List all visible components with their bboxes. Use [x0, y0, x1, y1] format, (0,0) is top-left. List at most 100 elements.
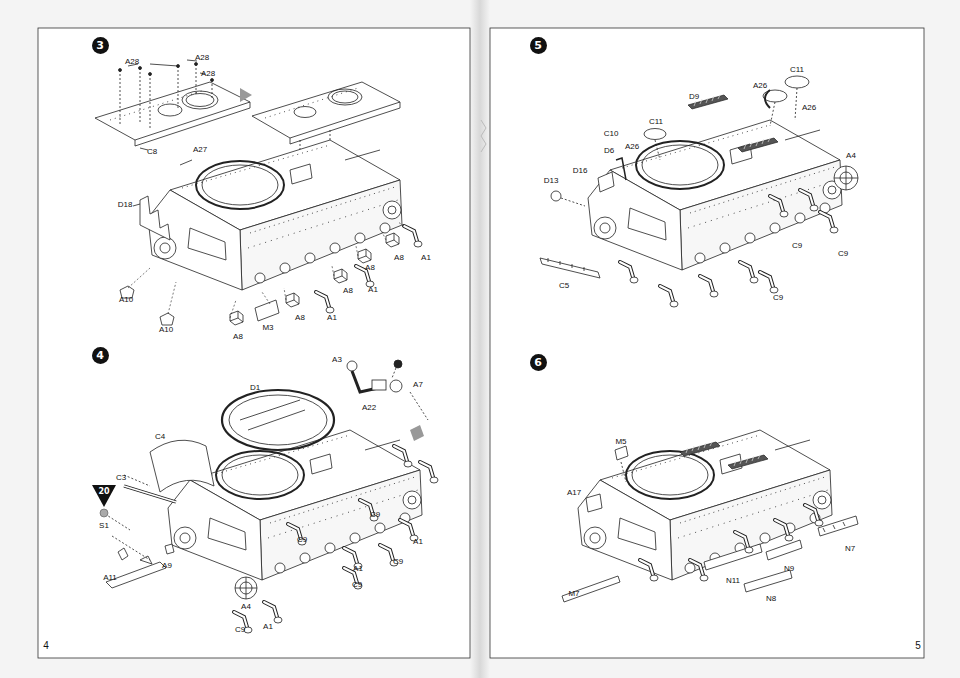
step-label: 5 [534, 40, 542, 51]
triangle-fill [92, 485, 116, 507]
reference-triangle: 20 [92, 485, 116, 507]
drawing-ellipse [229, 395, 327, 445]
drawing-path [481, 120, 486, 152]
drawing-path [140, 148, 148, 150]
part-number: M3 [262, 324, 273, 332]
drawing-use [700, 276, 718, 297]
part-number: C9 [773, 294, 783, 302]
part-number: D9 [689, 93, 699, 101]
drawing-path [744, 570, 792, 592]
part-number: C11 [790, 66, 804, 74]
part-number: N7 [845, 545, 855, 553]
drawing-ellipse [222, 390, 334, 450]
part-number: N9 [784, 565, 794, 573]
part-number: A1 [368, 286, 378, 294]
part-number: A10 [119, 296, 133, 304]
drawing-path [135, 102, 250, 146]
drawing-path [704, 544, 762, 570]
drawing-use [820, 212, 838, 233]
part-number: C9 [370, 511, 380, 519]
part-number: A8 [295, 314, 305, 322]
part-number: A10 [159, 326, 173, 334]
drawing-path [823, 522, 845, 532]
drawing-path [834, 166, 858, 190]
drawing-circle [139, 67, 142, 70]
drawing-g [562, 446, 858, 602]
drawing-use [404, 226, 422, 247]
part-number: D6 [604, 147, 614, 155]
part-number: A26 [625, 143, 639, 151]
page-number: 4 [43, 641, 49, 651]
drawing-ellipse [328, 89, 362, 105]
part-number: A22 [362, 404, 376, 412]
step-number: 6 [530, 354, 547, 371]
part-number: C9 [297, 536, 307, 544]
drawing-path [165, 544, 174, 554]
part-number: A4 [241, 603, 251, 611]
drawing-ellipse [763, 90, 787, 102]
drawing-path [124, 475, 150, 486]
drawing-path [766, 540, 802, 560]
drawing-use [738, 138, 778, 152]
part-number: A1 [353, 565, 363, 573]
part-number: C10 [604, 130, 619, 138]
part-number: D1 [250, 384, 260, 392]
drawing-path [140, 196, 170, 240]
drawing-use [735, 532, 753, 553]
drawing-use [334, 269, 347, 283]
drawing-circle [394, 360, 402, 368]
drawing-path [290, 102, 400, 144]
drawing-path [392, 368, 396, 378]
drawing-use [680, 442, 720, 456]
drawing-path [240, 400, 305, 430]
drawing-use [394, 446, 412, 467]
step-number: 3 [92, 37, 109, 54]
part-number: A1 [263, 623, 273, 631]
drawing-use [690, 560, 708, 581]
drawing-path [410, 425, 424, 441]
drawing-use [588, 120, 842, 270]
drawing-path [561, 198, 585, 206]
drawing-path [356, 246, 358, 256]
part-number: A4 [846, 152, 856, 160]
drawing-ellipse [158, 104, 182, 116]
drawing-path [133, 204, 140, 206]
part-number: C9 [792, 242, 802, 250]
part-number: A7 [413, 381, 423, 389]
part-number: N11 [726, 577, 740, 585]
drawing-path [540, 258, 600, 278]
drawing-path [128, 60, 205, 74]
drawing-circle [834, 166, 858, 190]
drawing-path [616, 158, 626, 180]
part-number: M5 [615, 438, 626, 446]
part-number: S1 [99, 522, 109, 530]
drawing-path [168, 282, 176, 314]
step-label: 4 [96, 350, 104, 361]
drawing-path [598, 172, 614, 192]
part-number: D16 [573, 167, 588, 175]
drawing-g [128, 222, 404, 318]
part-number: A8 [233, 333, 243, 341]
drawing-path [240, 88, 252, 102]
drawing-circle [390, 380, 402, 392]
drawing-g [540, 76, 858, 278]
part-number: A17 [567, 489, 581, 497]
drawing-path [105, 514, 150, 560]
drawing-path [160, 313, 174, 325]
drawing-path [284, 288, 286, 300]
step-label: 6 [534, 357, 542, 368]
drawing-path [124, 486, 176, 502]
part-number: A1 [327, 314, 337, 322]
step-label: 3 [96, 40, 104, 51]
drawing-path [655, 88, 797, 160]
drawing-path [110, 90, 205, 120]
drawing-rect [38, 28, 470, 658]
drawing-circle [347, 361, 357, 371]
drawing-g [105, 360, 428, 599]
drawing-path [118, 548, 128, 560]
part-number: A8 [365, 264, 375, 272]
drawing-use [234, 612, 252, 633]
part-number: C8 [147, 148, 157, 156]
